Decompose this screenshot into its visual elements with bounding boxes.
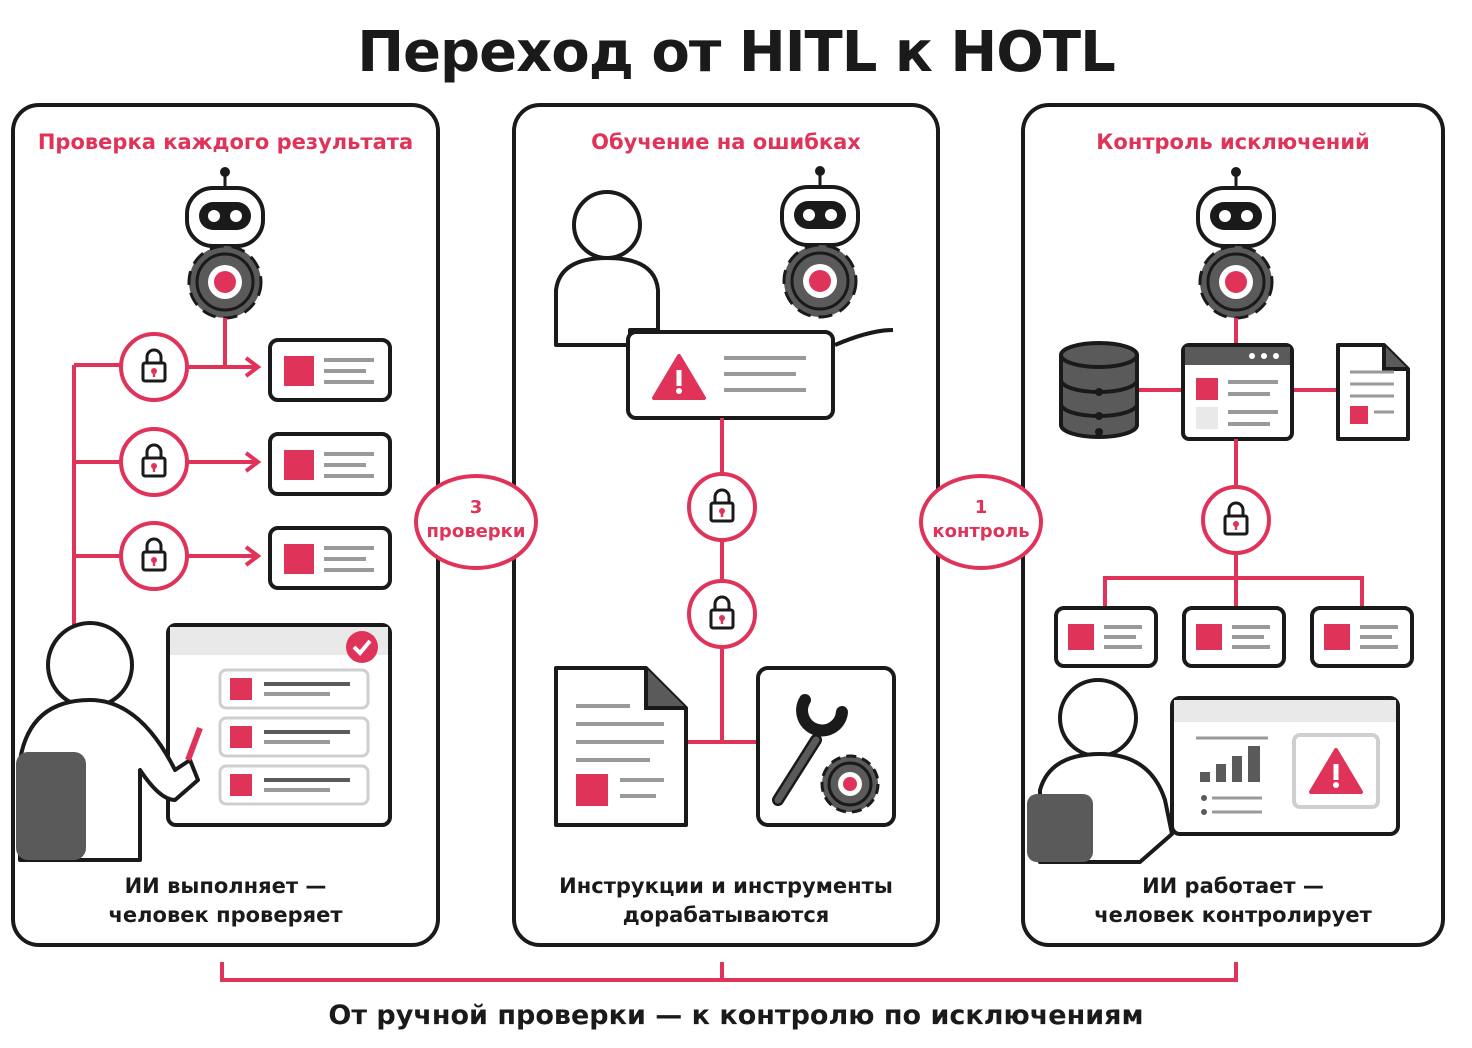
panel-3-caption-line1: ИИ работает — [1142,874,1324,898]
error-card [626,330,835,420]
result-card [268,432,392,496]
footer-caption: От ручной проверки — к контролю по исклю… [328,1000,1144,1031]
panel-1-heading: Проверка каждого результата [37,130,414,154]
app-window [1181,343,1294,441]
panel-1-caption: ИИ выполняет — человек проверяет [13,872,438,930]
person-icon [554,190,660,347]
panel-3-caption-line2: человек контролирует [1094,903,1372,927]
panel-3-caption: ИИ работает — человек контролирует [1023,872,1443,930]
checks-badge-number: 3 [469,497,483,518]
footer-bracket [220,962,1238,982]
exception-card [1182,606,1286,668]
panel-2-caption-line1: Инструкции и инструменты [559,874,893,898]
control-count-badge [919,474,1043,570]
control-badge-text: 1 контроль [921,496,1041,544]
lock-icon [687,579,757,649]
panel-1-caption-line2: человек проверяет [108,903,343,927]
person-icon [1027,678,1174,864]
lock-icon [119,427,189,497]
database-icon [1059,341,1139,439]
lock-icon [119,521,189,591]
document-icon [554,666,688,827]
review-screen [166,623,392,827]
panel-1-caption-line1: ИИ выполняет — [124,874,327,898]
lock-icon [119,332,189,402]
panel-2-caption-line2: дорабатываются [622,903,830,927]
result-card [268,338,392,402]
page-title: Переход от HITL к HOTL [357,20,1116,85]
control-badge-label: контроль [932,521,1030,542]
file-icon [1336,343,1410,441]
exception-card [1054,606,1158,668]
checks-badge-label: проверки [426,521,526,542]
person-icon [16,621,203,862]
lock-icon [1201,485,1271,555]
control-badge-number: 1 [974,497,988,518]
panel-3-heading: Контроль исключений [1096,130,1370,154]
result-card [268,526,392,590]
panel-2-caption: Инструкции и инструменты дорабатываются [514,872,938,930]
monitoring-dashboard [1170,696,1400,836]
checks-count-badge [414,474,538,570]
checks-badge-text: 3 проверки [416,496,536,544]
exception-card [1310,606,1414,668]
panel-2-heading: Обучение на ошибках [591,130,861,154]
tools-icon [756,666,896,827]
lock-icon [687,472,757,542]
